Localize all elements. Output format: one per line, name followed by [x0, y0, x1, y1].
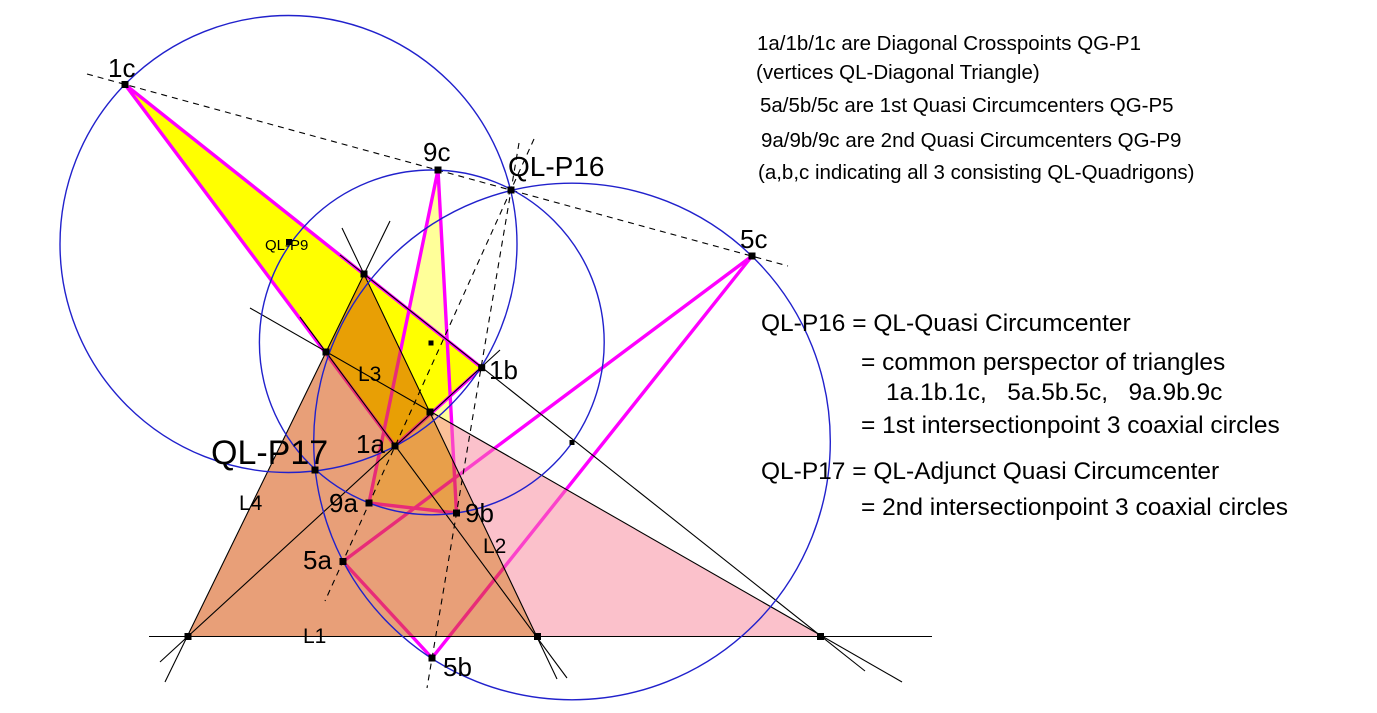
line-L4 — [164, 220, 391, 683]
label-ql-p9: QL-P9 — [265, 237, 308, 254]
point-5c — [748, 252, 756, 260]
label-1a: 1a — [356, 429, 385, 459]
line-labels: L1 L2 L3 L4 — [239, 363, 506, 648]
circumcircle-5a5b5c — [313, 182, 831, 701]
note-top-line2: (vertices QL-Diagonal Triangle) — [756, 61, 1040, 84]
circumcircle-9a9b9c — [258, 169, 605, 516]
point-5b — [428, 654, 436, 662]
cevian-1b-9b-5b — [426, 142, 520, 689]
note-main-line3: 1a.1b.1c, 5a.5b.5c, 9a.9b.9c — [886, 379, 1222, 406]
point-1b — [478, 364, 486, 372]
circumcircle-1a1b1c — [59, 14, 518, 474]
vertex-L3xL4 — [322, 348, 330, 356]
point-markers — [121, 81, 824, 662]
quadrilateral-lines — [149, 220, 932, 683]
line-L2 — [341, 227, 558, 680]
note-main-line4: = 1st intersectionpoint 3 coaxial circle… — [861, 412, 1280, 439]
point-ql-p16 — [507, 186, 515, 194]
label-5b: 5b — [443, 652, 472, 682]
notes-main-block: QL-P16 = QL-Quasi Circumcenter = common … — [761, 310, 1288, 521]
note-top-line4: 9a/9b/9c are 2nd Quasi Circumcenters QG-… — [761, 129, 1181, 152]
point-9b — [453, 509, 460, 517]
note-top-line5: (a,b,c indicating all 3 consisting QL-Qu… — [758, 161, 1194, 184]
salmon-sector-fill — [187, 274, 538, 637]
point-1c — [121, 81, 129, 88]
label-9c: 9c — [423, 137, 450, 167]
vertex-L2xL4 — [360, 270, 368, 278]
vertex-L1xL4 — [184, 633, 192, 640]
point-labels: 1c 9c QL-P16 5c QL-P9 1b 1a QL-P17 9a 9b… — [108, 53, 767, 682]
note-top-line1: 1a/1b/1c are Diagonal Crosspoints QG-P1 — [757, 32, 1141, 55]
center-circle-5 — [569, 440, 575, 445]
point-9c — [434, 166, 442, 174]
label-9b: 9b — [465, 498, 494, 528]
diagonal-b — [299, 316, 568, 679]
label-5c: 5c — [740, 224, 767, 254]
note-main-line5: QL-P17 = QL-Adjunct Quasi Circumcenter — [761, 458, 1219, 485]
label-9a: 9a — [329, 488, 358, 518]
label-L2: L2 — [483, 535, 506, 558]
point-ql-p17 — [311, 466, 319, 474]
label-ql-p16: QL-P16 — [508, 151, 605, 182]
vertex-L1xL2 — [534, 633, 541, 640]
note-main-line2: = common perspector of triangles — [861, 349, 1225, 376]
note-main-line6: = 2nd intersectionpoint 3 coaxial circle… — [861, 494, 1288, 521]
label-L1: L1 — [303, 625, 326, 648]
label-L3: L3 — [358, 363, 381, 386]
note-top-line3: 5a/5b/5c are 1st Quasi Circumcenters QG-… — [760, 94, 1174, 117]
vertex-L2xL3 — [426, 408, 434, 416]
center-circle-9 — [428, 340, 434, 346]
label-1c: 1c — [108, 53, 135, 83]
diagonal-a — [159, 349, 501, 663]
label-1b: 1b — [489, 355, 518, 385]
line-L3 — [249, 307, 903, 683]
point-1a — [391, 442, 399, 450]
point-ql-p9-circumcenter — [286, 239, 292, 245]
label-ql-p17: QL-P17 — [211, 434, 328, 472]
label-5a: 5a — [303, 545, 332, 575]
note-main-line1: QL-P16 = QL-Quasi Circumcenter — [761, 310, 1131, 337]
label-L4: L4 — [239, 492, 263, 515]
notes-top-block: 1a/1b/1c are Diagonal Crosspoints QG-P1 … — [756, 32, 1194, 184]
point-9a — [365, 499, 373, 507]
cevian-1a-9a-5a — [324, 138, 535, 602]
vertex-L1xL3 — [817, 633, 824, 640]
point-5a — [339, 558, 347, 565]
coaxial-circles — [59, 14, 831, 701]
diagonal-c — [339, 254, 866, 672]
